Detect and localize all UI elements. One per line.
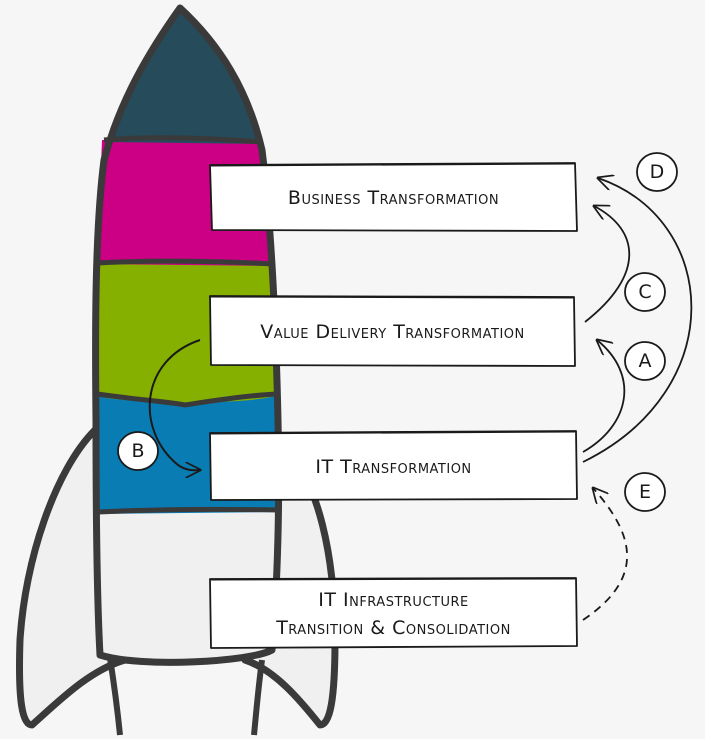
label-it-transformation: IT Transformation (211, 434, 576, 499)
label-value-delivery-text: Value Delivery Transformation (260, 320, 525, 343)
marker-a-circle (624, 341, 666, 381)
marker-d: D (649, 161, 665, 183)
label-infra-line1: IT Infrastructure (318, 588, 469, 611)
rocket-segment-nose (106, 8, 262, 144)
marker-c-circle (624, 272, 666, 312)
box-it-transformation (209, 430, 578, 501)
arrow-c (584, 206, 631, 323)
arrow-d (582, 178, 693, 463)
rocket-nozzle (107, 657, 265, 736)
arrow-b (148, 339, 200, 470)
marker-c: C (638, 281, 652, 303)
marker-a: A (638, 350, 652, 372)
marker-b-circle (117, 431, 159, 471)
marker-d-circle (636, 152, 678, 192)
label-it-text: IT Transformation (315, 455, 472, 478)
label-it-infrastructure: IT Infrastructure Transition & Consolida… (211, 580, 576, 647)
arrow-a (582, 340, 626, 453)
box-value-delivery-transformation (208, 295, 576, 367)
marker-e: E (638, 481, 651, 503)
label-business-transformation: Business Transformation (212, 166, 575, 230)
arrow-e (582, 488, 628, 621)
label-value-delivery-transformation: Value Delivery Transformation (211, 298, 574, 365)
box-business-transformation (209, 162, 578, 232)
label-infra-line2: Transition & Consolidation (276, 616, 511, 639)
marker-b: B (131, 440, 145, 462)
box-it-infrastructure (209, 577, 578, 649)
label-business-text: Business Transformation (287, 187, 500, 209)
marker-e-circle (624, 472, 666, 512)
